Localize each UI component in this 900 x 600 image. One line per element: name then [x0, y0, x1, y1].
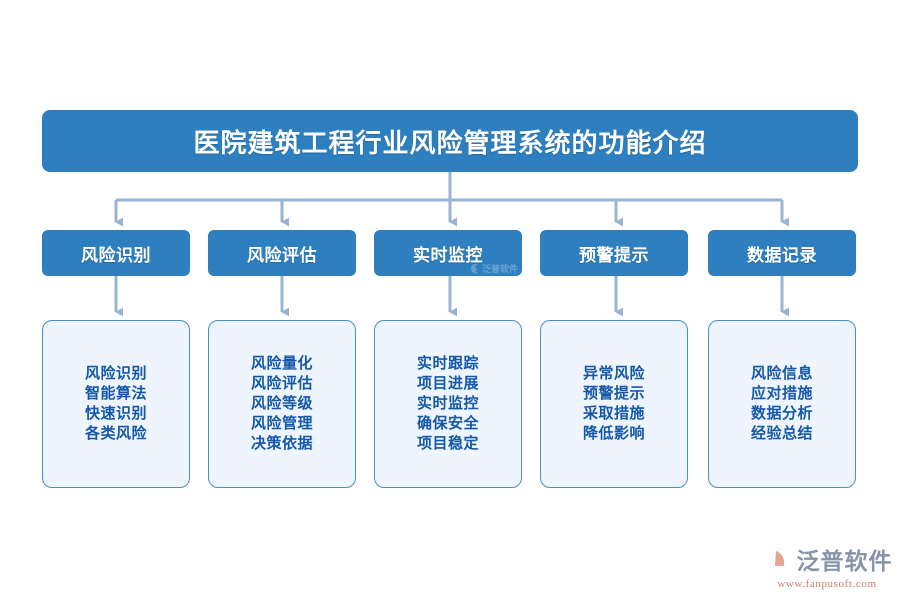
panel-risk-assessment: 风险量化 风险评估 风险等级 风险管理 决策依据: [208, 320, 356, 488]
header-box-realtime-monitoring[interactable]: 实时监控 泛普软件: [374, 230, 522, 276]
panel-data-record: 风险信息 应对措施 数据分析 经验总结: [708, 320, 856, 488]
panel-line: 决策依据: [250, 435, 313, 452]
header-box-early-warning[interactable]: 预警提示: [540, 230, 688, 276]
brand-url: www.fanpusoft.com: [777, 578, 877, 590]
title-banner: 医院建筑工程行业风险管理系统的功能介绍: [42, 110, 858, 172]
panel-line: 风险量化: [250, 355, 313, 372]
header-label: 风险评估: [247, 245, 317, 265]
header-label: 预警提示: [579, 245, 649, 265]
header-box-data-record[interactable]: 数据记录: [708, 230, 856, 276]
panel-line: 经验总结: [750, 425, 813, 442]
brand-name: 泛普软件: [796, 548, 893, 574]
header-label: 实时监控: [413, 245, 483, 265]
panel-line: 实时监控: [416, 395, 479, 412]
panel-line: 风险评估: [250, 375, 313, 392]
header-label: 风险识别: [81, 245, 151, 265]
brand-logo: 泛普软件 www.fanpusoft.com: [762, 540, 892, 592]
panel-line: 降低影响: [582, 425, 645, 442]
panel-line: 实时跟踪: [416, 355, 479, 372]
panel-line: 异常风险: [582, 365, 645, 382]
page-title: 医院建筑工程行业风险管理系统的功能介绍: [193, 127, 707, 158]
panel-line: 项目进展: [416, 375, 479, 392]
panel-line: 项目稳定: [416, 435, 479, 452]
panel-realtime-monitoring: 实时跟踪 项目进展 实时监控 确保安全 项目稳定: [374, 320, 522, 488]
panel-line: 预警提示: [582, 385, 645, 402]
header-box-risk-identification[interactable]: 风险识别: [42, 230, 190, 276]
panel-line: 各类风险: [84, 425, 147, 442]
panel-line: 快速识别: [84, 405, 147, 422]
brand-row: 泛普软件: [762, 542, 893, 576]
panel-line: 应对措施: [750, 385, 813, 402]
panel-line: 风险识别: [84, 365, 147, 382]
panel-line: 风险等级: [250, 395, 313, 412]
panel-line: 风险信息: [750, 365, 813, 382]
panel-line: 风险管理: [250, 415, 313, 432]
header-label: 数据记录: [747, 245, 817, 265]
brand-mark-icon: [772, 547, 785, 571]
chip-watermark-text: 泛普软件: [481, 264, 518, 274]
panel-early-warning: 异常风险 预警提示 采取措施 降低影响: [540, 320, 688, 488]
panel-line: 数据分析: [750, 405, 813, 422]
panel-line: 采取措施: [582, 405, 645, 422]
panel-risk-identification: 风险识别 智能算法 快速识别 各类风险: [42, 320, 190, 488]
panel-line: 智能算法: [84, 385, 147, 402]
panel-line: 确保安全: [416, 415, 479, 432]
header-box-risk-assessment[interactable]: 风险评估: [208, 230, 356, 276]
